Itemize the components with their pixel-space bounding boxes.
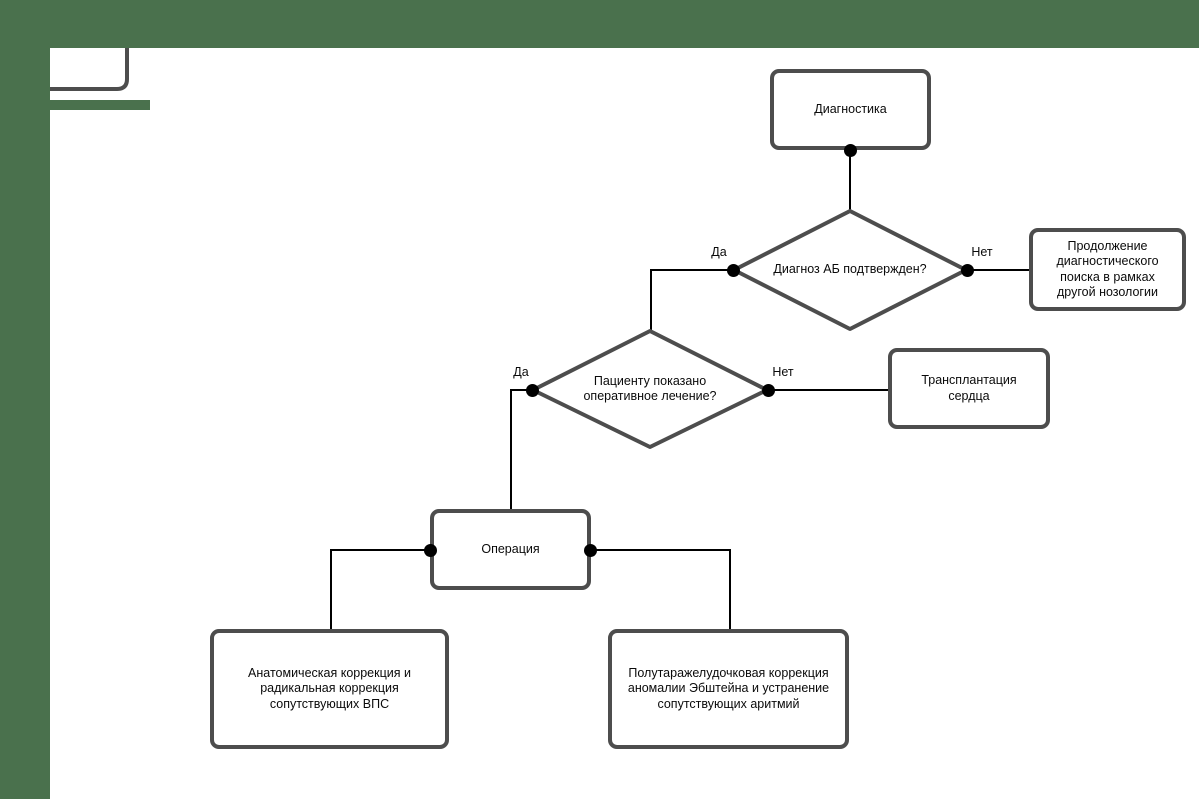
node-anatomical-correction[interactable]: Анатомическая коррекция и радикальная ко…: [210, 629, 449, 749]
connector-decision1-yes: [650, 269, 733, 332]
connector-operation-right: [590, 549, 731, 631]
decision-diagnosis-confirmed[interactable]: [732, 209, 968, 331]
node-continue-search[interactable]: Продолжение диагностического поиска в ра…: [1029, 228, 1186, 311]
clipped-node-outline[interactable]: [46, 46, 129, 91]
connection-dot: [525, 383, 539, 397]
connector-operation-left: [330, 549, 430, 631]
connection-dot: [583, 543, 597, 557]
edge-label-diagnosis-no: Нет: [971, 245, 993, 259]
connection-dot: [843, 143, 857, 157]
node-transplant-label: Трансплантация сердца: [921, 373, 1017, 403]
node-one-and-half-correction[interactable]: Полутаражелудочковая коррекция аномалии …: [608, 629, 849, 749]
chrome-left-band: [0, 48, 50, 799]
connection-dot: [423, 543, 437, 557]
node-continue-search-label: Продолжение диагностического поиска в ра…: [1056, 239, 1159, 299]
node-anatomical-correction-label: Анатомическая коррекция и радикальная ко…: [248, 666, 411, 711]
node-operation-label: Операция: [481, 541, 540, 556]
chrome-top-band: [0, 0, 1199, 48]
node-transplant[interactable]: Трансплантация сердца: [888, 348, 1050, 429]
node-operation[interactable]: Операция: [430, 509, 591, 590]
clipped-green-shape: [50, 100, 150, 110]
node-diagnostics[interactable]: Диагностика: [770, 69, 931, 150]
decision-surgery-indicated-label: Пациенту показано оперативное лечение?: [583, 373, 717, 403]
edge-label-surgery-no: Нет: [772, 365, 794, 379]
decision-diagnosis-confirmed-label: Диагноз АБ подтвержден?: [773, 262, 927, 277]
decision-surgery-indicated[interactable]: [531, 329, 769, 449]
connection-dot: [726, 263, 740, 277]
connection-dot: [960, 263, 974, 277]
node-diagnostics-label: Диагностика: [814, 101, 887, 116]
node-one-and-half-correction-label: Полутаражелудочковая коррекция аномалии …: [627, 666, 830, 711]
connection-dot: [761, 383, 775, 397]
edge-label-diagnosis-yes: Да: [711, 245, 727, 259]
edge-label-surgery-yes: Да: [513, 365, 529, 379]
connector-decision2-yes: [510, 389, 532, 511]
